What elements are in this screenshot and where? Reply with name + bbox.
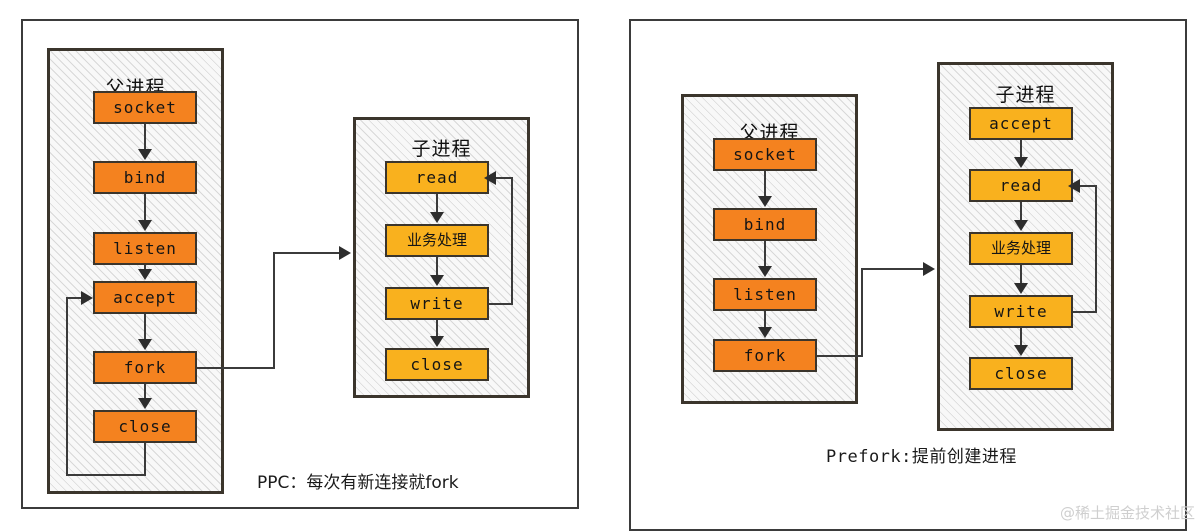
prefork-parent-node-fork[interactable]: fork (713, 339, 817, 372)
ppc-parent-loop-down (144, 443, 146, 476)
ppc-parent-arrow-accept-fork-line (144, 314, 146, 340)
prefork-child-loop-arrow-head (1068, 179, 1080, 193)
ppc-child-loop-into-read (495, 177, 513, 179)
ppc-fork-to-child-seg-1 (197, 367, 275, 369)
prefork-parent-arrow-bind-listen-line (764, 241, 766, 267)
ppc-child-node-read[interactable]: read (385, 161, 489, 194)
ppc-child-loop-right (489, 303, 513, 305)
ppc-parent-arrow-fork-close-line (144, 384, 146, 399)
prefork-child-arrow-read-business-head (1014, 220, 1028, 231)
ppc-child-loop-arrow-head (484, 171, 496, 185)
prefork-caption: Prefork:提前创建进程 (826, 447, 1017, 467)
prefork-child-node-close[interactable]: close (969, 357, 1073, 390)
ppc-parent-arrow-listen-accept-head (138, 269, 152, 280)
ppc-parent-arrow-fork-close-head (138, 398, 152, 409)
prefork-child-arrow-business-write-line (1020, 265, 1022, 284)
ppc-fork-to-child-seg-2 (273, 252, 275, 369)
prefork-fork-to-child-seg-2 (861, 268, 863, 357)
ppc-parent-node-bind[interactable]: bind (93, 161, 197, 194)
prefork-child-loop-into-read (1079, 185, 1097, 187)
prefork-child-arrow-business-write-head (1014, 283, 1028, 294)
prefork-child-loop-right (1073, 311, 1097, 313)
ppc-child-node-write[interactable]: write (385, 287, 489, 320)
ppc-parent-loop-up (66, 297, 68, 475)
ppc-parent-arrow-bind-listen-head (138, 220, 152, 231)
ppc-caption: PPC：每次有新连接就fork (257, 473, 459, 493)
ppc-parent-loop-into-accept (66, 297, 84, 299)
ppc-parent-node-listen[interactable]: listen (93, 232, 197, 265)
prefork-parent-node-socket[interactable]: socket (713, 138, 817, 171)
prefork-fork-to-child-seg-3 (861, 268, 927, 270)
prefork-child-process-title: 子进程 (995, 84, 1056, 106)
prefork-child-arrow-write-close-line (1020, 328, 1022, 346)
prefork-parent-arrow-bind-listen-head (758, 266, 772, 277)
ppc-child-arrow-read-business-head (430, 212, 444, 223)
prefork-parent-arrow-socket-bind-head (758, 196, 772, 207)
prefork-child-node-business-handling[interactable]: 业务处理 (969, 232, 1073, 265)
ppc-panel: 父进程 socket bind listen accept fork close… (21, 19, 579, 509)
prefork-child-arrow-accept-read-line (1020, 140, 1022, 158)
ppc-child-arrow-read-business-line (436, 194, 438, 213)
prefork-panel: 父进程 socket bind listen fork 子进程 accept r… (629, 19, 1187, 531)
ppc-parent-node-fork[interactable]: fork (93, 351, 197, 384)
prefork-fork-to-child-arrow-head (923, 262, 935, 276)
prefork-child-node-read[interactable]: read (969, 169, 1073, 202)
ppc-child-arrow-business-write-line (436, 257, 438, 276)
ppc-child-arrow-write-close-line (436, 320, 438, 337)
ppc-child-node-close[interactable]: close (385, 348, 489, 381)
ppc-child-node-business-handling[interactable]: 业务处理 (385, 224, 489, 257)
ppc-fork-to-child-arrow-head (339, 246, 351, 260)
prefork-child-arrow-accept-read-head (1014, 157, 1028, 168)
prefork-child-arrow-read-business-line (1020, 202, 1022, 221)
ppc-parent-arrow-accept-fork-head (138, 339, 152, 350)
watermark: @稀土掘金技术社区 (1059, 504, 1195, 522)
ppc-parent-arrow-bind-listen-line (144, 194, 146, 221)
ppc-parent-arrow-socket-bind-head (138, 149, 152, 160)
prefork-child-arrow-write-close-head (1014, 345, 1028, 356)
ppc-parent-arrow-listen-accept-line (144, 265, 146, 271)
ppc-child-arrow-business-write-head (430, 275, 444, 286)
prefork-parent-arrow-listen-fork-head (758, 327, 772, 338)
prefork-child-loop-up (1095, 185, 1097, 313)
ppc-fork-to-child-seg-3 (273, 252, 343, 254)
prefork-parent-node-listen[interactable]: listen (713, 278, 817, 311)
prefork-parent-node-bind[interactable]: bind (713, 208, 817, 241)
ppc-parent-arrow-socket-bind-line (144, 124, 146, 150)
ppc-parent-loop-arrow-head (81, 291, 93, 305)
ppc-parent-node-accept[interactable]: accept (93, 281, 197, 314)
prefork-child-node-write[interactable]: write (969, 295, 1073, 328)
ppc-child-arrow-write-close-head (430, 336, 444, 347)
ppc-parent-node-close[interactable]: close (93, 410, 197, 443)
prefork-parent-arrow-listen-fork-line (764, 311, 766, 328)
ppc-child-loop-up (511, 177, 513, 305)
prefork-parent-arrow-socket-bind-line (764, 171, 766, 197)
prefork-child-node-accept[interactable]: accept (969, 107, 1073, 140)
ppc-parent-loop-left (66, 474, 146, 476)
ppc-child-process-title: 子进程 (411, 138, 472, 160)
prefork-fork-to-child-seg-1 (817, 355, 863, 357)
ppc-parent-node-socket[interactable]: socket (93, 91, 197, 124)
